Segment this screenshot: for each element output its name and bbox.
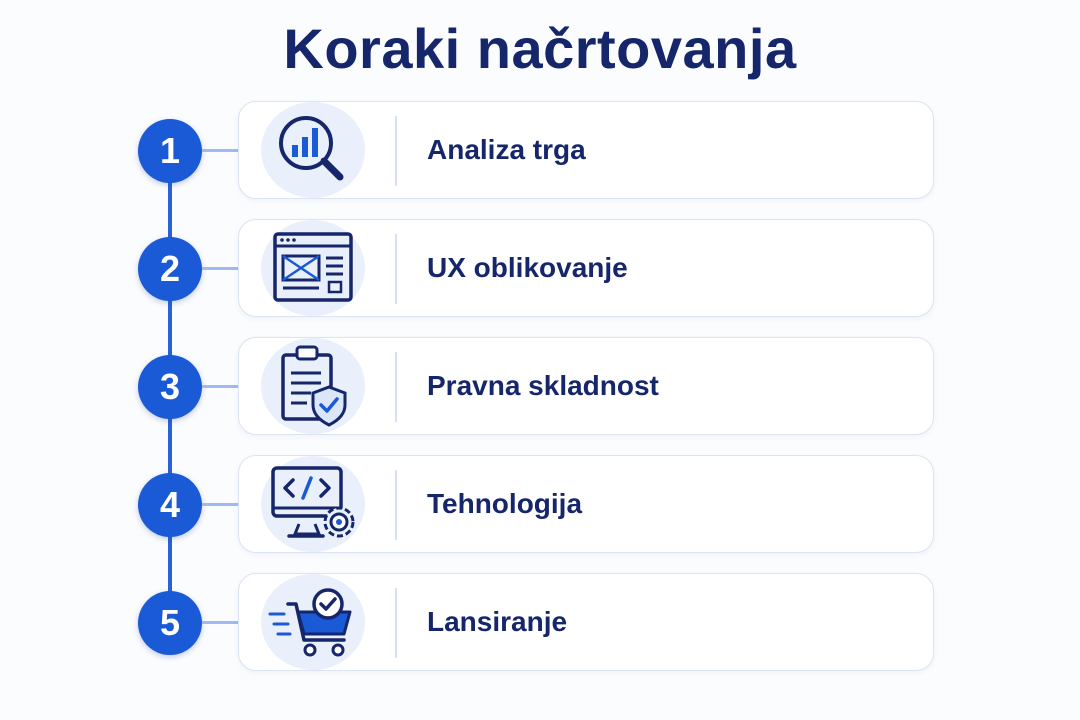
step-connector xyxy=(202,385,238,388)
technology-code-icon xyxy=(261,456,365,552)
card-divider xyxy=(395,470,397,540)
card-divider xyxy=(395,116,397,186)
step-number-badge: 3 xyxy=(138,355,202,419)
market-analysis-icon xyxy=(261,102,365,198)
card-divider xyxy=(395,588,397,658)
step-card: Analiza trga xyxy=(238,101,934,199)
step-number-badge: 4 xyxy=(138,473,202,537)
step-connector xyxy=(202,267,238,270)
step-connector xyxy=(202,621,238,624)
step-number-badge: 5 xyxy=(138,591,202,655)
step-4: 4 Tehnologija xyxy=(0,454,1080,554)
page-title: Koraki načrtovanja xyxy=(283,17,797,80)
step-label: Pravna skladnost xyxy=(427,370,659,401)
step-5: 5 Lansiranje xyxy=(0,572,1080,672)
step-label: Tehnologija xyxy=(427,488,583,519)
ux-wireframe-icon xyxy=(261,220,365,316)
step-connector xyxy=(202,149,238,152)
step-card: Pravna skladnost xyxy=(238,337,934,435)
step-card: Tehnologija xyxy=(238,455,934,553)
step-card: Lansiranje xyxy=(238,573,934,671)
card-divider xyxy=(395,234,397,304)
step-label: Lansiranje xyxy=(427,606,568,637)
step-connector xyxy=(202,503,238,506)
step-number-badge: 1 xyxy=(138,119,202,183)
card-divider xyxy=(395,352,397,422)
launch-cart-icon xyxy=(261,574,365,670)
step-1: 1 Analiza trga xyxy=(0,100,1080,200)
step-2: 2 UX oblikovanje xyxy=(0,218,1080,318)
step-label: Analiza trga xyxy=(427,134,586,165)
step-3: 3 Pravna skladnost xyxy=(0,336,1080,436)
step-card: UX oblikovanje xyxy=(238,219,934,317)
step-number-badge: 2 xyxy=(138,237,202,301)
legal-compliance-icon xyxy=(261,338,365,434)
step-label: UX oblikovanje xyxy=(427,252,628,283)
